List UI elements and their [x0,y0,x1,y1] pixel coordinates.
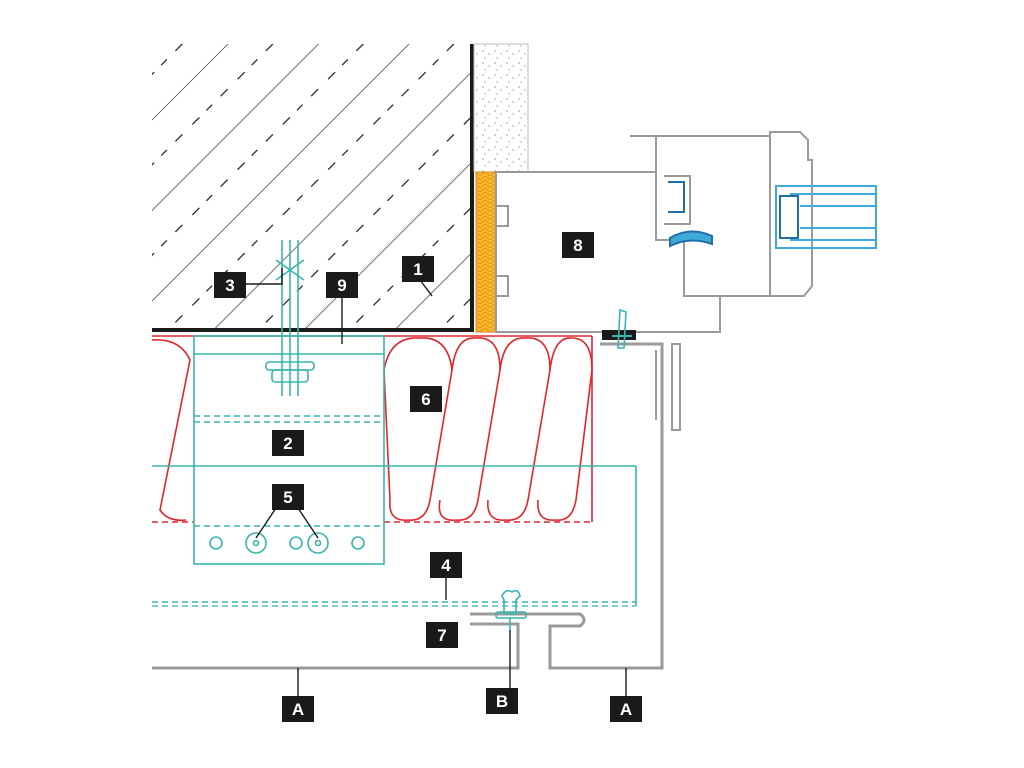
fastener-rivet [495,589,527,630]
tag-4: 4 [430,552,462,578]
tag-a-left-text: A [292,700,304,719]
window-seals [668,181,713,248]
tag-7-text: 7 [437,626,446,645]
tag-a-left: A [282,696,314,722]
tag-5: 5 [272,484,304,510]
frame-screw [602,308,636,349]
bracket-holes [209,532,365,554]
cladding-panels [152,342,681,670]
tag-2-text: 2 [283,434,292,453]
insulation-layer [151,335,593,523]
tag-1: 1 [402,256,434,282]
tag-b-text: B [496,692,508,711]
glazing-unit [775,185,877,249]
tag-a-right: A [610,696,642,722]
tag-2: 2 [272,430,304,456]
foam-seal-strip [475,171,497,333]
tag-9: 9 [326,272,358,298]
tag-a-right-text: A [620,700,632,719]
tag-5-text: 5 [283,488,292,507]
render-layer [473,43,529,173]
tag-1-text: 1 [413,260,422,279]
tag-b: B [486,688,518,714]
wall-anchor [265,240,315,396]
tag-6-text: 6 [421,390,430,409]
tag-3: 3 [214,272,246,298]
tag-8: 8 [562,232,594,258]
tag-9-text: 9 [337,276,346,295]
tag-7: 7 [426,622,458,648]
masonry-wall [152,44,474,332]
wall-bracket [152,335,637,606]
window-frame [495,131,813,333]
leader-lines [246,268,627,696]
tag-6: 6 [410,386,442,412]
tag-8-text: 8 [573,236,582,255]
tag-4-text: 4 [441,556,451,575]
tag-3-text: 3 [225,276,234,295]
